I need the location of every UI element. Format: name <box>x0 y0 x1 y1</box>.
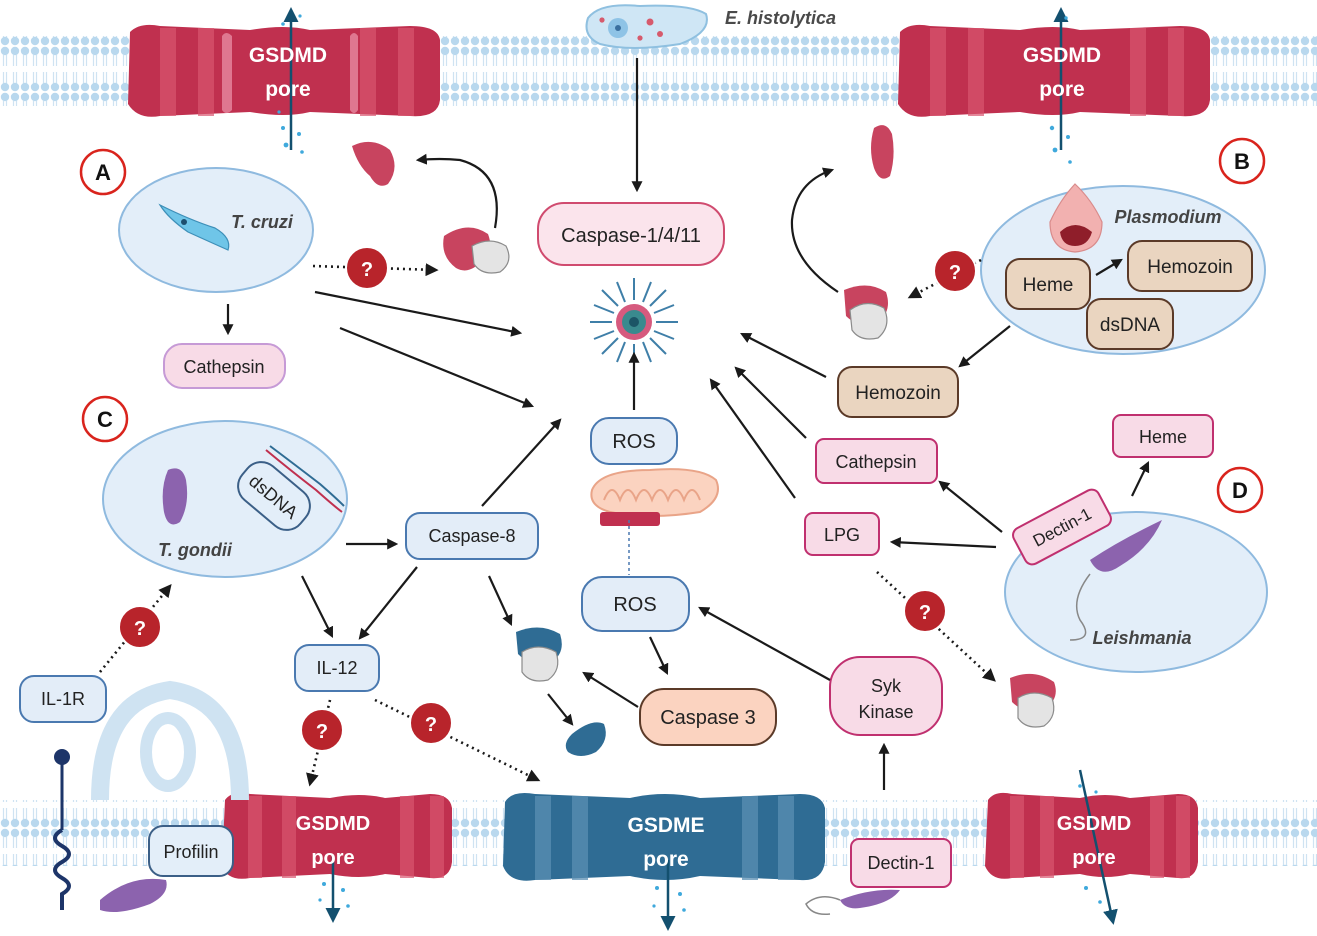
svg-text:Profilin: Profilin <box>163 842 218 862</box>
gsdme-pore-label: pore <box>643 848 689 871</box>
plasmodium-cell: Plasmodium <box>980 183 1266 355</box>
gsdmd-pore-label: GSDMD <box>1057 813 1131 835</box>
svg-text:Dectin-1: Dectin-1 <box>867 853 934 873</box>
heme-node-d: Heme <box>1112 414 1214 458</box>
cathepsin-node-d: Cathepsin <box>815 438 938 484</box>
gsdmd-pore-bottom-right: GSDMD pore <box>985 769 1198 925</box>
solid-arrows <box>222 58 1150 790</box>
leishmania-parasite-bottom <box>805 889 900 916</box>
svg-text:dsDNA: dsDNA <box>1100 315 1161 336</box>
plasmodium-label: Plasmodium <box>1114 207 1221 227</box>
gsdmd-pore-label: GSDMD <box>1023 44 1101 67</box>
svg-text:IL-12: IL-12 <box>316 658 357 678</box>
svg-text:?: ? <box>134 618 146 640</box>
gsdmd-pore-label: GSDMD <box>296 813 370 835</box>
svg-text:C: C <box>97 407 113 432</box>
il-1r-receptor <box>53 749 71 910</box>
dectin-1-node-bottom: Dectin-1 <box>850 838 952 888</box>
cathepsin-node-a: Cathepsin <box>163 343 286 389</box>
t-cruzi-label: T. cruzi <box>231 212 294 232</box>
svg-text:Heme: Heme <box>1139 427 1187 447</box>
unknown-marker-il12-gsdme: ? <box>409 701 453 745</box>
svg-text:?: ? <box>949 262 961 284</box>
svg-text:?: ? <box>316 721 328 743</box>
gsdme-pore-label: GSDME <box>627 814 704 837</box>
svg-text:LPG: LPG <box>824 525 860 545</box>
dsdna-node-b: dsDNA <box>1086 298 1174 350</box>
endocytic-vesicle <box>91 680 249 801</box>
ros-node-lower: ROS <box>581 576 690 632</box>
e-histolytica-cell: E. histolytica <box>585 4 836 49</box>
t-gondii-cell: T. gondii <box>102 420 348 578</box>
lpg-node: LPG <box>804 512 880 556</box>
e-histolytica-label: E. histolytica <box>725 8 836 28</box>
gsdme-complex <box>516 627 562 682</box>
gsdmd-fragment-a-top <box>352 141 395 186</box>
svg-text:B: B <box>1234 149 1250 174</box>
svg-text:Hemozoin: Hemozoin <box>1147 257 1233 278</box>
gsdmd-pore-top-right: GSDMD pore <box>898 7 1210 164</box>
gsdmd-complex-d <box>1010 673 1056 728</box>
unknown-marker-c: ? <box>118 605 162 649</box>
gsdmd-complex-b <box>844 285 888 340</box>
profilin-node: Profilin <box>148 825 234 877</box>
svg-text:Cathepsin: Cathepsin <box>183 357 264 377</box>
caspase-8-node: Caspase-8 <box>405 512 539 560</box>
svg-text:ROS: ROS <box>612 431 655 453</box>
svg-text:?: ? <box>919 602 931 624</box>
unknown-marker-d: ? <box>903 589 947 633</box>
t-cruzi-cell: T. cruzi <box>118 167 314 293</box>
svg-text:Hemozoin: Hemozoin <box>855 383 941 404</box>
gsdmd-pore-label: pore <box>1039 78 1085 101</box>
hemozoin-node-b: Hemozoin <box>1127 240 1253 292</box>
syk-kinase-node: Syk Kinase <box>829 656 943 736</box>
unknown-marker-b: ? <box>933 249 977 293</box>
gsdmd-pore-label: pore <box>265 78 311 101</box>
t-gondii-parasite-bottom <box>100 878 167 912</box>
il-12-node: IL-12 <box>294 644 380 692</box>
caspase-1-4-11-node: Caspase-1/4/11 <box>537 202 725 266</box>
svg-text:Caspase-8: Caspase-8 <box>428 526 515 546</box>
gsdmd-pore-label: GSDMD <box>249 44 327 67</box>
svg-text:D: D <box>1232 478 1248 503</box>
svg-text:Syk: Syk <box>871 676 902 696</box>
leishmania-label: Leishmania <box>1092 628 1191 648</box>
heme-node-b: Heme <box>1005 258 1091 310</box>
svg-text:Caspase-1/4/11: Caspase-1/4/11 <box>561 225 701 247</box>
svg-text:Cathepsin: Cathepsin <box>835 452 916 472</box>
svg-text:A: A <box>95 160 111 185</box>
panel-d-label: D <box>1216 466 1264 514</box>
il-1r-node: IL-1R <box>19 675 107 723</box>
leishmania-cell: Leishmania <box>1004 511 1268 673</box>
ros-node-upper: ROS <box>590 417 678 465</box>
svg-text:IL-1R: IL-1R <box>41 689 85 709</box>
unknown-marker-a: ? <box>345 246 389 290</box>
svg-text:?: ? <box>425 714 437 736</box>
gsdme-pore-bottom-center: GSDME pore <box>503 793 825 931</box>
unknown-marker-il12-gsdmd: ? <box>300 708 344 752</box>
panel-c-label: C <box>81 395 129 443</box>
gsdme-fragment <box>565 722 606 756</box>
gsdmd-fragment-b-top <box>871 125 894 179</box>
panel-b-label: B <box>1218 137 1266 185</box>
gsdmd-pore-label: pore <box>1072 847 1115 869</box>
caspase-3-node: Caspase 3 <box>639 688 777 746</box>
gsdmd-pore-label: pore <box>311 847 354 869</box>
svg-text:Kinase: Kinase <box>858 702 913 722</box>
svg-text:Heme: Heme <box>1023 275 1074 296</box>
gsdmd-complex-a <box>443 227 510 274</box>
svg-text:Caspase 3: Caspase 3 <box>660 707 756 729</box>
hemozoin-node: Hemozoin <box>837 366 959 418</box>
panel-a-label: A <box>79 148 127 196</box>
t-gondii-label: T. gondii <box>158 540 233 560</box>
gsdmd-pore-bottom-left: GSDMD pore <box>222 792 452 923</box>
svg-text:?: ? <box>361 259 373 281</box>
gsdmd-pore-top-left: GSDMD pore <box>128 7 440 154</box>
svg-text:ROS: ROS <box>613 594 656 616</box>
inflammasome-complex <box>590 278 678 366</box>
mitochondrion <box>590 468 719 575</box>
